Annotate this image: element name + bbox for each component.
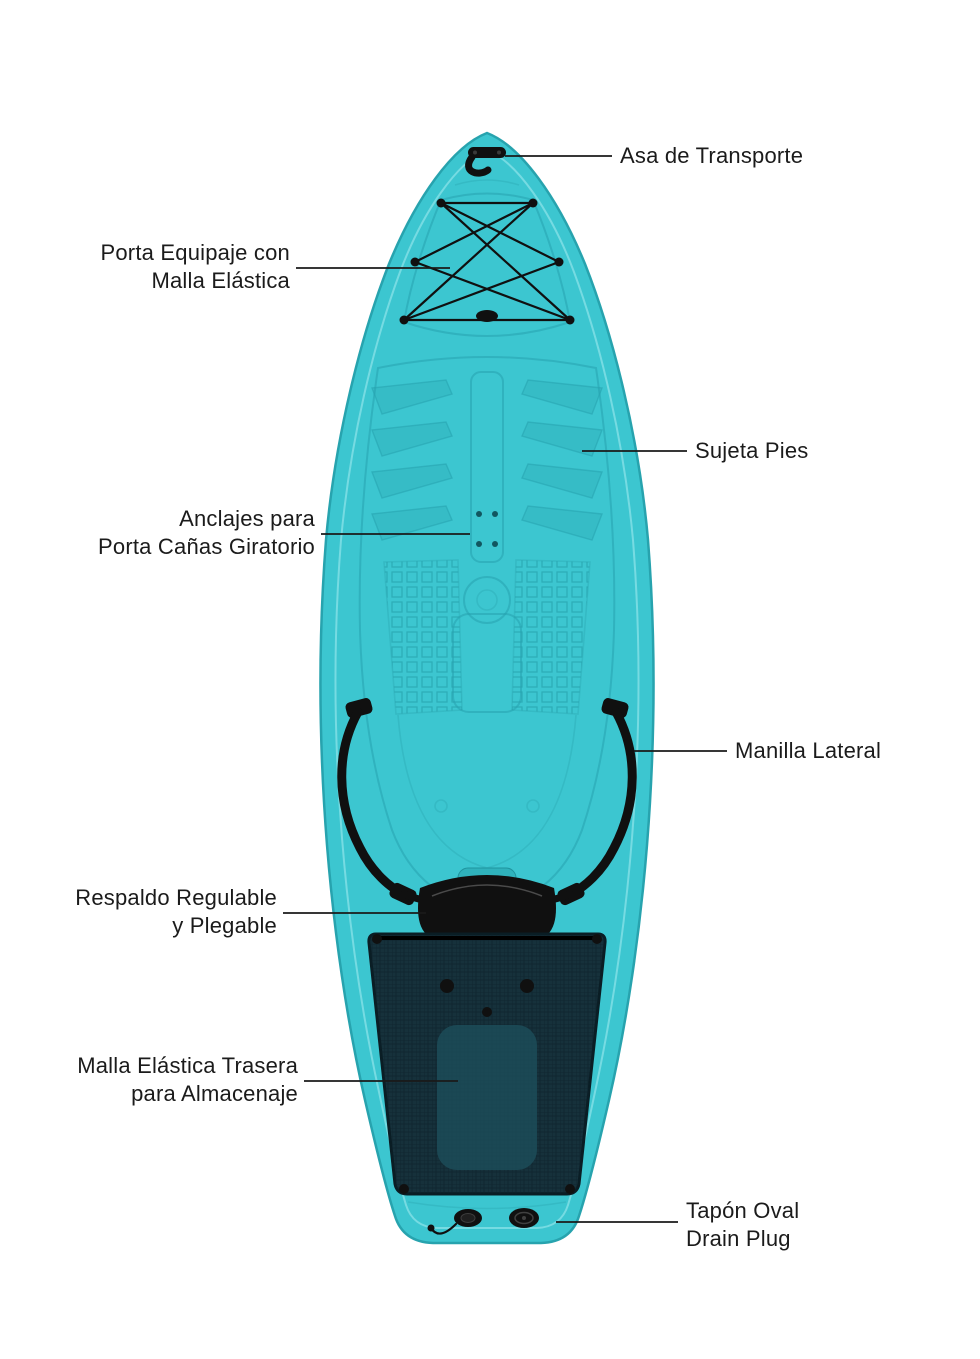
drain-plug-left	[427, 1209, 482, 1235]
traction-pads	[383, 559, 591, 715]
label-asa-de-transporte: Asa de Transporte	[620, 142, 803, 170]
bungee-cords	[402, 201, 572, 322]
label-line: Porta Cañas Giratorio	[98, 534, 315, 559]
label-manilla-lateral: Manilla Lateral	[735, 737, 881, 765]
label-anclajes-porta-canas: Anclajes para Porta Cañas Giratorio	[55, 505, 315, 561]
label-line: Porta Equipaje con	[100, 240, 290, 265]
label-sujeta-pies: Sujeta Pies	[695, 437, 809, 465]
footrests	[371, 379, 603, 541]
bungee-anchors	[399, 198, 575, 325]
label-malla-trasera: Malla Elástica Trasera para Almacenaje	[40, 1052, 298, 1108]
label-line: y Plegable	[172, 913, 277, 938]
front-bungee-storage	[399, 192, 575, 337]
bow-carry-handle	[465, 147, 506, 177]
label-line: Respaldo Regulable	[75, 885, 277, 910]
drain-plugs	[427, 1208, 539, 1235]
footrests-left	[371, 379, 453, 541]
label-porta-equipaje: Porta Equipaje con Malla Elástica	[40, 239, 290, 295]
label-line: Anclajes para	[179, 506, 315, 531]
rod-holder-anchors	[476, 511, 498, 547]
label-line: Malla Elástica Trasera	[77, 1053, 298, 1078]
leader-lines	[283, 155, 727, 1223]
label-line: Tapón Oval	[686, 1198, 800, 1223]
center-console	[452, 576, 522, 713]
label-line: Drain Plug	[686, 1226, 791, 1251]
label-line: Manilla Lateral	[735, 738, 882, 763]
footrests-right	[521, 379, 603, 541]
label-line: Sujeta Pies	[695, 438, 809, 463]
label-line: Malla Elástica	[151, 268, 290, 293]
label-line: Asa de Transporte	[620, 143, 804, 168]
drain-plug-right	[509, 1208, 539, 1228]
backrest	[400, 867, 574, 945]
rear-mesh-storage	[367, 932, 607, 1196]
center-channel	[470, 371, 504, 563]
label-respaldo-regulable: Respaldo Regulable y Plegable	[35, 884, 277, 940]
label-line: para Almacenaje	[131, 1081, 298, 1106]
label-tapon-oval: Tapón Oval Drain Plug	[686, 1197, 799, 1253]
